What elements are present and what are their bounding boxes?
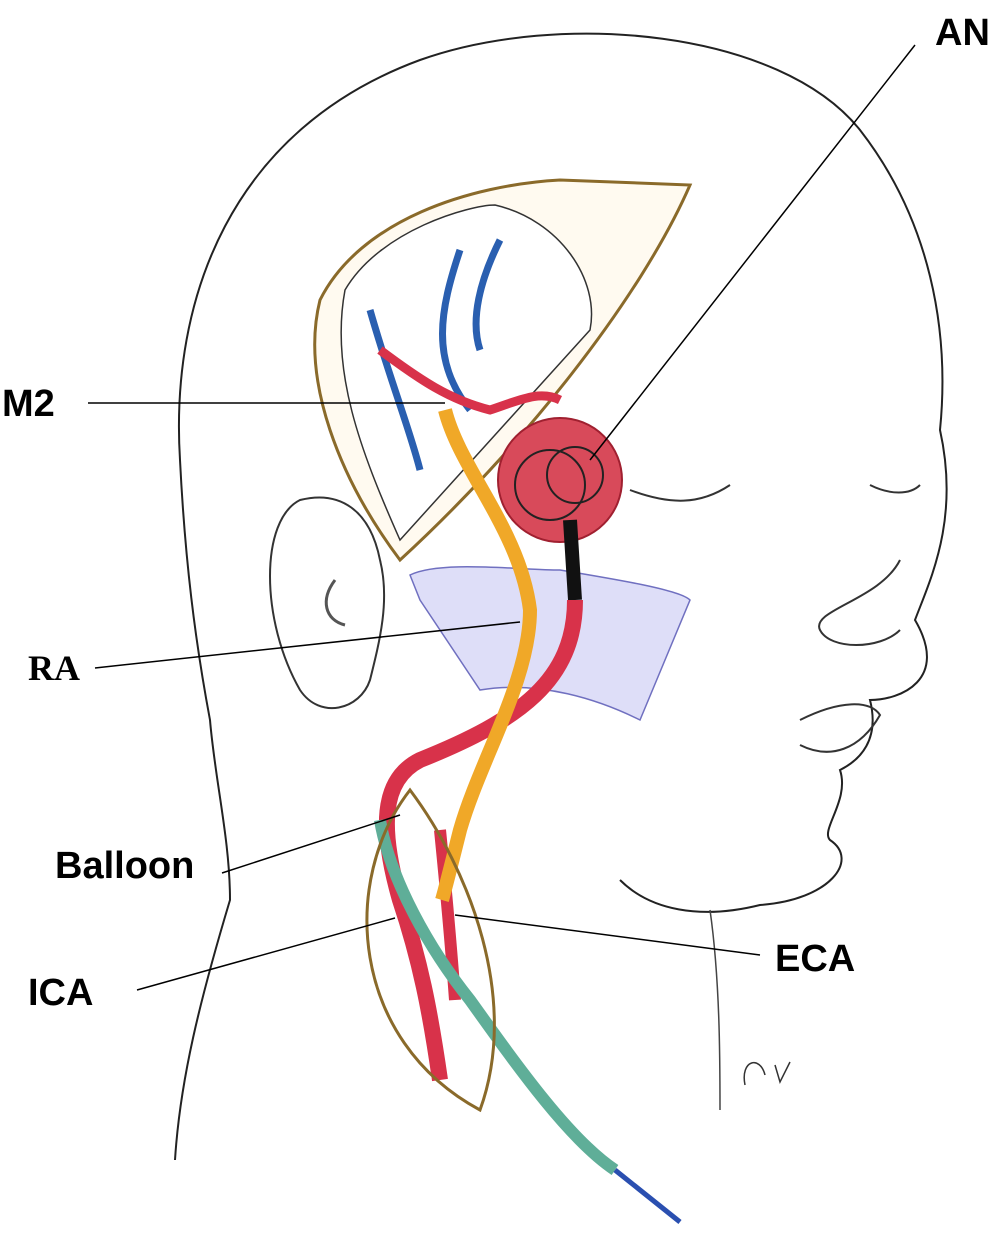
label-balloon: Balloon xyxy=(55,845,195,887)
neck-incision xyxy=(365,787,496,1113)
ra-graft xyxy=(435,408,538,903)
neck-line xyxy=(709,909,721,1111)
artist-signature xyxy=(743,1061,791,1086)
ica-artery xyxy=(378,599,583,1082)
temporalis-muscle xyxy=(409,566,691,722)
label-an: AN xyxy=(935,12,990,54)
label-eca: ECA xyxy=(775,938,856,980)
nose xyxy=(818,559,901,646)
eye-right xyxy=(629,484,731,502)
vein xyxy=(366,238,504,471)
label-ra: RA xyxy=(28,648,80,688)
catheter xyxy=(374,819,619,1175)
eye-left xyxy=(869,484,921,494)
m2-artery xyxy=(377,346,563,415)
leader-lines xyxy=(88,44,916,991)
coil-stack xyxy=(563,519,582,601)
aneurysm xyxy=(497,417,623,543)
lips xyxy=(799,703,882,753)
ear xyxy=(269,496,386,709)
head-outline xyxy=(174,32,948,1161)
label-m2: M2 xyxy=(2,383,55,425)
label-ica: ICA xyxy=(28,972,94,1014)
guidewire xyxy=(613,1168,682,1224)
